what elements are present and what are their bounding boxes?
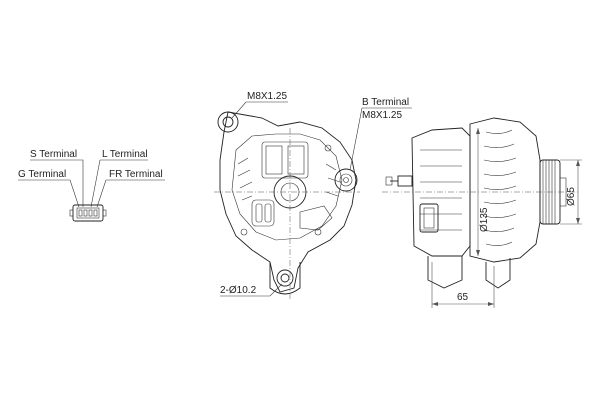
b-terminal-label: B Terminal [362,97,409,108]
mount-holes-label: 2-Ø10.2 [220,285,257,296]
front-view [214,111,360,300]
top-bolt-label: M8X1.25 [247,91,287,102]
pulley-diameter-label: Ø65 [566,187,577,206]
fr-terminal-label: FR Terminal [109,169,163,180]
l-terminal-label: L Terminal [102,149,148,160]
connector-plug [69,204,107,222]
s-terminal-label: S Terminal [30,149,77,160]
length-label: 65 [457,292,469,303]
connector-leader-lines [18,159,165,208]
front-view-leaders [220,101,412,297]
side-view-dimensions [431,128,582,308]
b-terminal-thread-label: M8X1.25 [362,110,402,121]
side-view [382,117,580,289]
g-terminal-label: G Terminal [18,169,66,180]
body-diameter-label: Ø135 [479,207,490,232]
